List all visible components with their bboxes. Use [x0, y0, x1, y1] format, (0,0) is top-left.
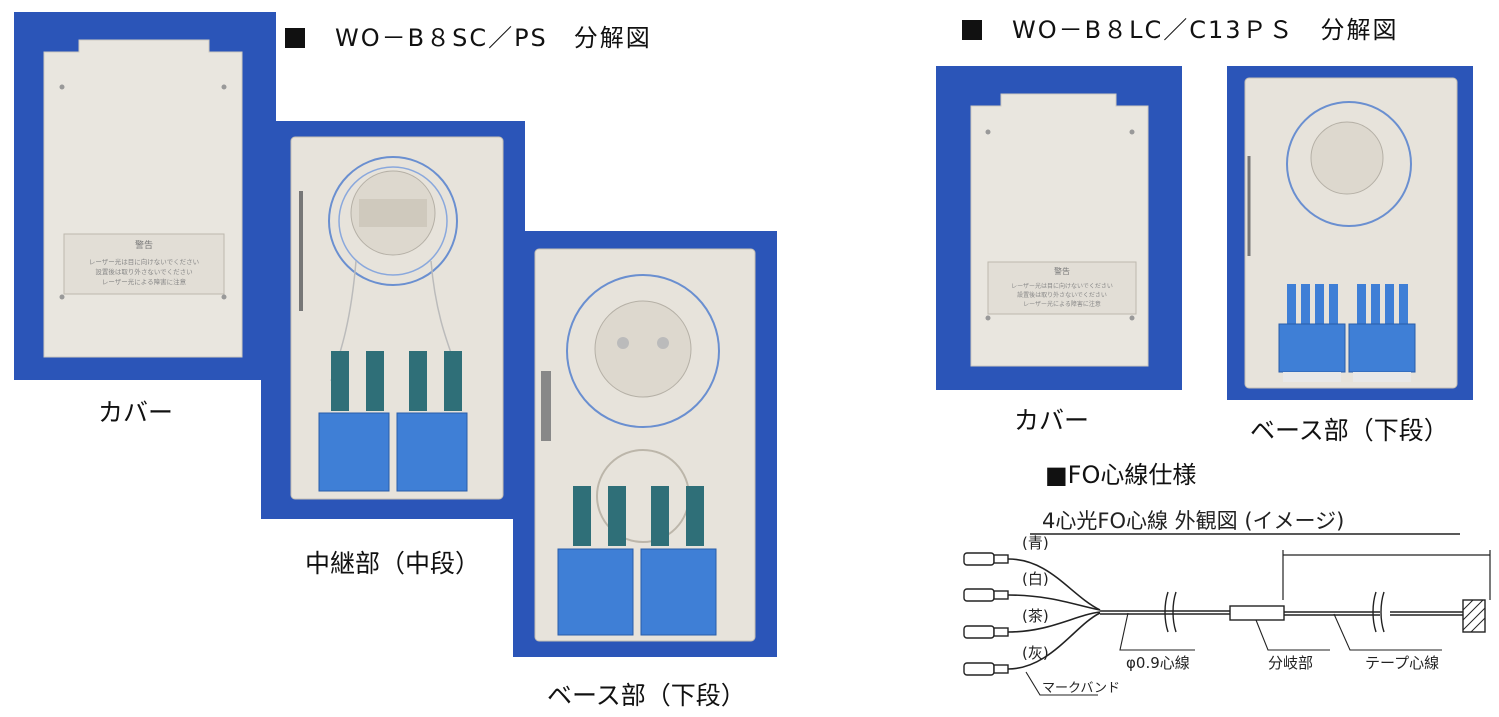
color-label-white: (白): [1022, 570, 1049, 588]
cover-label-title: 警告: [1054, 266, 1070, 276]
left-base-caption: ベース部（下段）: [547, 681, 746, 710]
left-relay-caption: 中継部（中段）: [305, 549, 481, 578]
square-bullet-icon: [285, 28, 305, 48]
cover-label-line-2: 設置後は取り外さないでください: [1017, 291, 1107, 299]
cover-label-line-1: レーザー光は目に向けないでください: [89, 257, 199, 266]
cover-label-line-3: レーザー光による障害に注意: [1023, 300, 1101, 308]
spec-heading: ■FO心線仕様: [1045, 461, 1197, 489]
left-title: WO－B８SC／PS 分解図: [285, 18, 652, 53]
relay-tray-image: [261, 121, 525, 519]
cover-label-line-1: レーザー光は目に向けないでください: [1011, 282, 1113, 290]
left-cover-caption: カバー: [98, 398, 174, 427]
right-title: WO－B８LC／C13ＰＳ 分解図: [962, 10, 1399, 45]
right-base-caption: ベース部（下段）: [1250, 416, 1449, 445]
left-cover-photo: 警告 レーザー光は目に向けないでください 設置後は取り外さないでください レーザ…: [14, 12, 276, 380]
square-bullet-icon: [962, 20, 982, 40]
diagram-title: 4心光FO心線 外観図 (イメージ): [1042, 509, 1344, 533]
color-label-gray: (灰): [1022, 644, 1049, 662]
right-cover-photo: 警告 レーザー光は目に向けないでください 設置後は取り外さないでください レーザ…: [936, 66, 1182, 390]
right-base-photo: [1227, 66, 1473, 400]
cover-label-line-3: レーザー光による障害に注意: [102, 277, 187, 286]
fiber-diagram: 4心光FO心線 外観図 (イメージ) (青) (白) (茶) (灰): [963, 509, 1491, 696]
cover-image: 警告 レーザー光は目に向けないでください 設置後は取り外さないでください レーザ…: [14, 12, 276, 380]
cover-label-title: 警告: [135, 239, 153, 251]
connector-icons: [963, 552, 1009, 676]
right-cover-caption: カバー: [1014, 406, 1090, 435]
base-tray-lc-image: [1227, 66, 1473, 400]
base-tray-image: [513, 231, 777, 657]
cover-label-line-2: 設置後は取り外さないでください: [95, 267, 192, 276]
label-tape: テープ心線: [1365, 654, 1439, 672]
left-base-photo: [513, 231, 777, 657]
label-mark-band: マークバンド: [1042, 681, 1120, 696]
color-label-blue: (青): [1022, 534, 1049, 552]
label-branch: 分岐部: [1268, 654, 1313, 672]
left-relay-photo: [261, 121, 525, 519]
cover-image: 警告 レーザー光は目に向けないでください 設置後は取り外さないでください レーザ…: [936, 66, 1182, 390]
label-fiber-09: φ0.9心線: [1126, 654, 1190, 672]
color-label-brown: (茶): [1022, 607, 1049, 625]
